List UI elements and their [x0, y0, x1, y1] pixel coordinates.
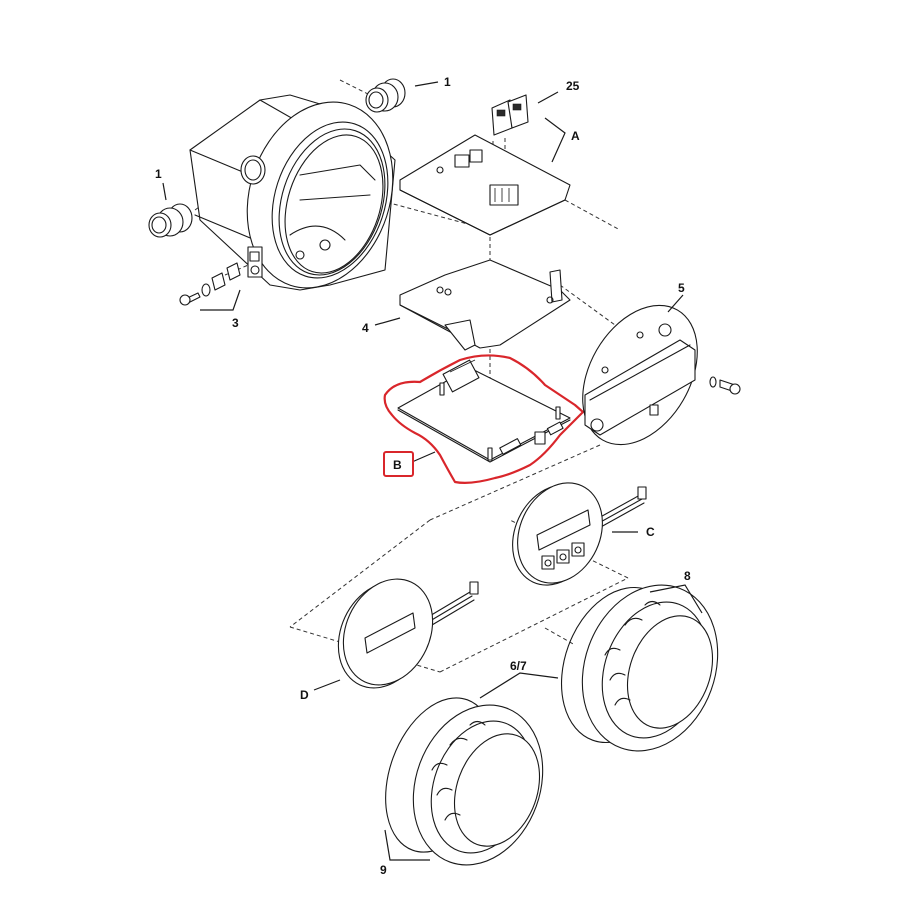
callout-label-cover-window: 8 [684, 569, 691, 583]
callout-label-terminal-block: 25 [566, 79, 580, 93]
main-board-label-box: B [383, 451, 414, 477]
callout-labels: 1 1 25 A 3 4 5 C D 8 6/7 9 [155, 75, 691, 877]
callout-label-display-keys: C [646, 525, 655, 539]
electronics-carrier [582, 304, 741, 446]
cover-window [560, 584, 719, 752]
terminal-block [491, 94, 529, 136]
main-board-highlight-outline [383, 354, 585, 484]
display-blind [337, 578, 479, 689]
callout-label-gland-left: 1 [155, 167, 162, 181]
io-board [399, 134, 571, 236]
callout-label-electronics-carrier: 5 [678, 281, 685, 295]
leader-lines [162, 81, 703, 861]
main-board [397, 359, 571, 463]
mounting-plate [399, 259, 571, 351]
callout-label-io-board: A [571, 129, 580, 143]
cover-blind [385, 697, 544, 866]
callout-label-mounting-plate: 4 [362, 321, 369, 335]
callout-label-display-blind: D [300, 688, 309, 702]
callout-label-main-board: B [393, 458, 402, 472]
callout-label-ground-screw: 3 [232, 316, 239, 330]
display-with-keys [512, 482, 647, 586]
cable-gland-top [365, 78, 406, 113]
transmitter-housing [189, 94, 396, 291]
cable-gland-left [148, 203, 193, 238]
callout-label-cover-blind: 9 [380, 863, 387, 877]
callout-label-gland-top: 1 [444, 75, 451, 89]
callout-label-o-ring: 6/7 [510, 659, 527, 673]
ground-screw-set [179, 262, 241, 306]
